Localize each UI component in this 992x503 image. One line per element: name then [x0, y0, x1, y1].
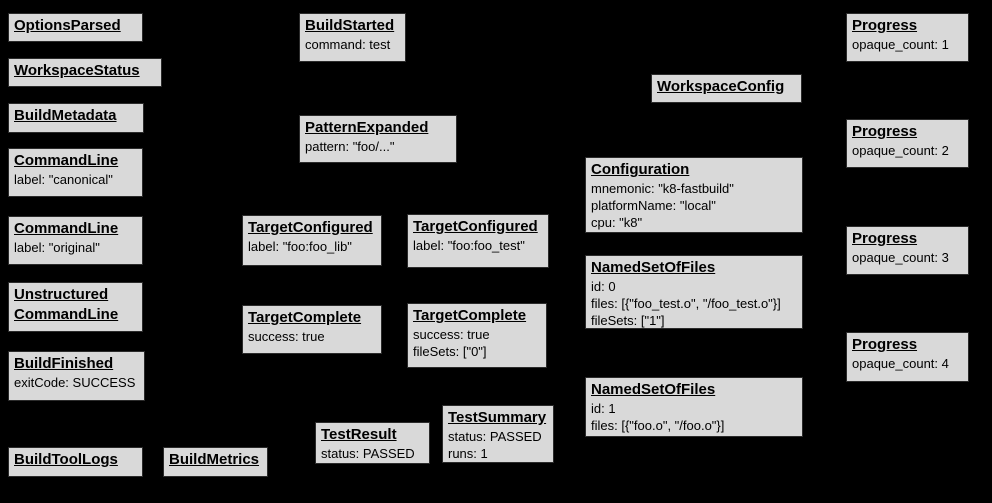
node-buildmetrics: BuildMetrics: [163, 447, 268, 477]
node-field: runs: 1: [448, 446, 488, 461]
node-field: id: 1: [591, 401, 616, 416]
node-progress-3: Progress opaque_count: 3: [846, 226, 969, 275]
node-title: BuildStarted: [305, 17, 395, 34]
node-buildmetadata: BuildMetadata: [8, 103, 144, 133]
node-progress-4: Progress opaque_count: 4: [846, 332, 969, 382]
node-field: exitCode: SUCCESS: [14, 375, 136, 390]
node-optionsparsed: OptionsParsed: [8, 13, 143, 42]
node-title: TargetComplete: [248, 309, 362, 326]
node-title: WorkspaceStatus: [14, 62, 140, 79]
node-progress-2: Progress opaque_count: 2: [846, 119, 969, 168]
node-field: command: test: [305, 37, 391, 52]
node-title: TargetConfigured: [248, 219, 373, 236]
node-field: pattern: "foo/...": [305, 139, 395, 154]
node-title: Progress: [852, 123, 918, 140]
node-field: success: true: [413, 327, 490, 342]
node-workspaceconfig: WorkspaceConfig: [651, 74, 802, 103]
node-field: files: [{"foo_test.o", "/foo_test.o"}]: [591, 296, 781, 311]
node-targetcomplete-foo-lib: TargetComplete success: true: [242, 305, 382, 354]
node-field: success: true: [248, 329, 325, 344]
node-targetconfigured-foo-lib: TargetConfigured label: "foo:foo_lib": [242, 215, 382, 266]
node-buildfinished: BuildFinished exitCode: SUCCESS: [8, 351, 145, 401]
node-testresult: TestResult status: PASSED: [315, 422, 430, 464]
node-field: fileSets: ["1"]: [591, 313, 665, 328]
node-patternexpanded: PatternExpanded pattern: "foo/...": [299, 115, 457, 163]
node-workspacestatus: WorkspaceStatus: [8, 58, 162, 87]
node-field: mnemonic: "k8-fastbuild": [591, 181, 734, 196]
node-title: TestSummary: [448, 409, 547, 426]
node-field: opaque_count: 4: [852, 356, 949, 371]
node-field: label: "foo:foo_lib": [248, 239, 352, 254]
node-title: TestResult: [321, 426, 397, 443]
node-field: status: PASSED: [448, 429, 542, 444]
node-field: label: "original": [14, 240, 100, 255]
node-unstructuredcommandline: Unstructured CommandLine: [8, 282, 143, 332]
node-field: label: "canonical": [14, 172, 113, 187]
node-title: CommandLine: [14, 220, 119, 237]
node-title: PatternExpanded: [305, 119, 429, 136]
node-progress-1: Progress opaque_count: 1: [846, 13, 969, 62]
node-field: cpu: "k8": [591, 215, 643, 230]
node-title-line2: CommandLine: [14, 306, 119, 323]
node-field: status: PASSED: [321, 446, 415, 461]
node-field: opaque_count: 1: [852, 37, 949, 52]
node-title: CommandLine: [14, 152, 119, 169]
node-buildstarted: BuildStarted command: test: [299, 13, 406, 62]
node-field: fileSets: ["0"]: [413, 344, 487, 359]
node-namedsetoffiles-1: NamedSetOfFiles id: 1 files: [{"foo.o", …: [585, 377, 803, 437]
node-targetconfigured-foo-test: TargetConfigured label: "foo:foo_test": [407, 214, 549, 268]
node-title: Progress: [852, 230, 918, 247]
node-field: id: 0: [591, 279, 616, 294]
node-title: BuildMetrics: [169, 451, 260, 468]
node-title: NamedSetOfFiles: [591, 381, 716, 398]
node-title: BuildFinished: [14, 355, 114, 372]
node-commandline-canonical: CommandLine label: "canonical": [8, 148, 143, 197]
node-testsummary: TestSummary status: PASSED runs: 1: [442, 405, 554, 463]
node-title: NamedSetOfFiles: [591, 259, 716, 276]
node-field: files: [{"foo.o", "/foo.o"}]: [591, 418, 725, 433]
node-title: OptionsParsed: [14, 17, 121, 34]
node-buildtoollogs: BuildToolLogs: [8, 447, 143, 477]
node-title: Configuration: [591, 161, 690, 178]
node-field: platformName: "local": [591, 198, 716, 213]
node-title: Progress: [852, 17, 918, 34]
node-title: Unstructured: [14, 286, 109, 303]
node-title: TargetConfigured: [413, 218, 538, 235]
node-namedsetoffiles-0: NamedSetOfFiles id: 0 files: [{"foo_test…: [585, 255, 803, 329]
node-title: TargetComplete: [413, 307, 527, 324]
node-targetcomplete-foo-test: TargetComplete success: true fileSets: […: [407, 303, 547, 368]
node-field: opaque_count: 2: [852, 143, 949, 158]
node-commandline-original: CommandLine label: "original": [8, 216, 143, 265]
node-configuration: Configuration mnemonic: "k8-fastbuild" p…: [585, 157, 803, 233]
node-title: BuildToolLogs: [14, 451, 118, 468]
node-title: Progress: [852, 336, 918, 353]
node-field: label: "foo:foo_test": [413, 238, 525, 253]
node-title: WorkspaceConfig: [657, 78, 785, 95]
node-title: BuildMetadata: [14, 107, 117, 124]
node-field: opaque_count: 3: [852, 250, 949, 265]
